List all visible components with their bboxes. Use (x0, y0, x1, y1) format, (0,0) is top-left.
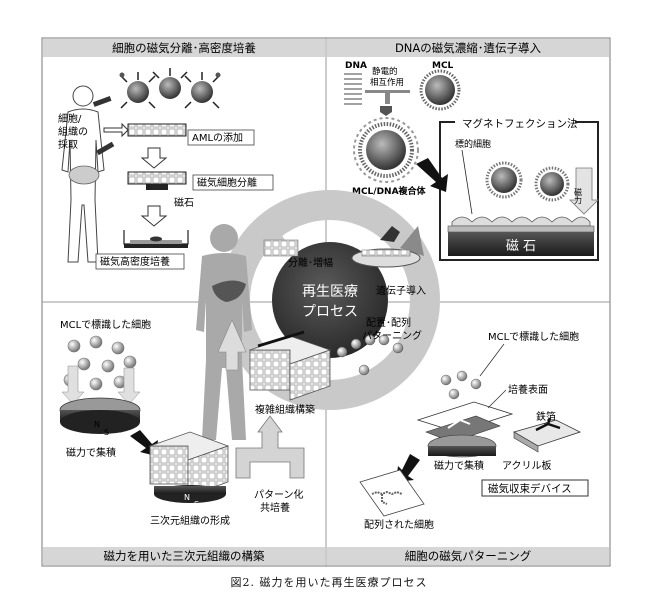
pattern-culture-label-1: パターン化 (254, 488, 304, 501)
ns-n-left: N (94, 420, 100, 429)
device-label: 磁気収束デバイス (488, 482, 572, 495)
cell-tissue-label-3: 採取 (58, 138, 78, 151)
center-title-line1: 再生医療 (302, 283, 358, 300)
gather-label-left: 磁力で集積 (66, 446, 116, 459)
magnet-small (146, 184, 168, 190)
target-cell-label: 標的細胞 (455, 138, 491, 150)
culture-dish-center (352, 249, 420, 267)
dna-strands (344, 74, 362, 104)
aml-add-label: AMLの添加 (192, 131, 243, 144)
ns-s-left: S (104, 428, 109, 437)
dna-label: DNA (345, 61, 367, 71)
ns-n-bottom: N (184, 493, 190, 502)
three-d-label: 三次元組織の形成 (150, 514, 230, 527)
gather-label-right: 磁力で集積 (434, 459, 484, 472)
gene-transfer-label: 遺伝子導入 (376, 284, 426, 297)
center-title-line2: プロセス (302, 304, 358, 320)
magnetofection-label: マグネトフェクション法 (462, 117, 578, 130)
cell-tissue-label-2: 組織の (58, 125, 88, 138)
panel-title-top-right: DNAの磁気濃縮･遺伝子導入 (395, 41, 542, 55)
placement-label-2: パターニング (362, 329, 422, 342)
magnet-label-top-left: 磁石 (174, 196, 194, 209)
electrostatic-label-2: 相互作用 (370, 77, 404, 88)
mcl-labeled-label-left: MCLで標識した細胞 (60, 318, 151, 331)
tube-step-1 (128, 124, 186, 136)
mcl-label: MCL (432, 61, 454, 71)
ns-s-bottom: S (194, 500, 199, 509)
panel-title-top-left: 細胞の磁気分離･高密度培養 (112, 41, 256, 55)
magnetic-force-label: 磁力 (574, 187, 583, 205)
acrylic-label: アクリル板 (502, 459, 552, 472)
separation-growth-label: 分離･増幅 (288, 256, 333, 269)
figure-caption: 図2. 磁力を用いた再生医療プロセス (0, 574, 658, 590)
culture-surface-label: 培養表面 (508, 383, 548, 396)
magnet-disc-right (428, 435, 496, 457)
magnet-block-label: 磁 石 (506, 239, 536, 254)
magnet-disc-left (60, 398, 140, 434)
tube-step-2 (128, 172, 186, 184)
cell-block-center-top (264, 240, 298, 256)
placement-label-1: 配置･配列 (366, 316, 411, 329)
cell-tissue-label-1: 細胞/ (58, 112, 82, 125)
pelvis-highlight (69, 166, 99, 184)
panel-title-bottom-right: 細胞の磁気パターニング (405, 549, 532, 563)
culture-plate (448, 226, 594, 232)
mcl-labeled-label-right: MCLで標識した細胞 (488, 330, 579, 343)
magnetic-sep-label: 磁気細胞分離 (197, 176, 257, 189)
high-density-label: 磁気高密度培養 (100, 255, 170, 268)
panel-title-bottom-left: 磁力を用いた三次元組織の構築 (104, 549, 265, 563)
pattern-culture-label-2: 共培養 (260, 501, 290, 514)
electrostatic-label-1: 静電的 (372, 66, 398, 77)
arranged-label: 配列された細胞 (364, 518, 434, 531)
complex-tissue-label: 複雑組織構築 (255, 403, 315, 416)
